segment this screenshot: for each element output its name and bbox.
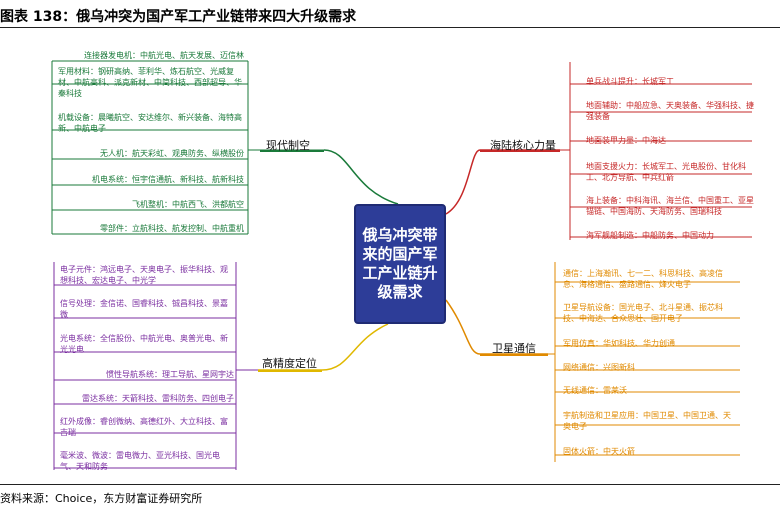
aviation-item: 飞机整机：中航西飞、洪都航空 [132,200,244,209]
aviation-item: 机电系统：恒宇信通航、新科技、航新科技 [92,175,244,184]
figure-title: 图表 138：俄乌冲突为国产军工产业链带来四大升级需求 [0,9,357,25]
positioning-item: 惯性导航系统：理工导航、星网宇达 [106,370,234,379]
positioning-item: 雷达系统：天箭科技、雷科防务、四创电子 [82,394,234,403]
positioning-item: 毫米波、微波：雷电微力、亚光科技、国光电气、天和防务 [60,451,220,471]
top-rule [0,27,780,28]
aviation-item: 军用材料：钢研高纳、菲利华、炼石航空、光威复材、中航高科、派克新材、中简科技、西… [58,67,242,98]
aviation-item: 零部件：立航科技、航发控制、中航重机 [100,224,244,233]
positioning-item: 信号处理：金信诺、国睿科技、铖昌科技、景嘉微 [60,299,228,319]
source-note: 资料来源：Choice，东方财富证券研究所 [0,492,203,505]
aviation-item: 无人机：航天彩虹、观典防务、纵横股份 [100,149,244,158]
satellite-item: 固体火箭：中天火箭 [563,447,635,456]
positioning-item: 光电系统：全信股份、中航光电、奥普光电、新光光电 [60,334,228,354]
branch-label-satellite: 卫星通信 [492,342,536,355]
satellite-item: 网络通信：兴图新科 [563,363,635,372]
satellite-item: 通信：上海瀚讯、七一二、科思科技、高凌信息、海格通信、盛路通信、烽火电子 [563,269,723,289]
sea-land-item: 地面辅助：中船应急、天奥装备、华强科技、捷强装备 [586,101,754,121]
satellite-item: 无线通信：雷莱沃 [563,386,627,395]
branch-label-sea-land: 海陆核心力量 [490,139,556,152]
aviation-item: 机载设备：晨曦航空、安达维尔、新兴装备、海特高新、中航电子 [58,113,242,133]
center-node: 俄乌冲突带来的国产军工产业链升级需求 [354,204,446,324]
positioning-item: 红外成像：睿创微纳、高德红外、大立科技、富吉瑞 [60,417,228,437]
bottom-rule [0,484,780,485]
satellite-item: 卫星导航设备：国光电子、北斗星通、振芯科技、中海达、合众思壮、国开电子 [563,303,723,323]
sea-land-item: 海军舰船制造：中船防务、中国动力 [586,231,714,240]
sea-land-item: 海上装备：中科海讯、海兰信、中国重工、亚星锚链、中国海防、天海防务、国瑞科技 [586,196,754,216]
positioning-item: 电子元件：鸿远电子、天奥电子、振华科技、观想科技、宏达电子、中光学 [60,265,228,285]
satellite-item: 军用仿真：华如科技、华力创通 [563,339,675,348]
sea-land-item: 地面支援火力：长城军工、光电股份、甘化科工、北方导航、中兵红箭 [586,162,746,182]
aviation-item: 连接器发电机：中航光电、航天发展、迈信林 [84,51,244,60]
branch-label-positioning: 高精度定位 [262,357,317,370]
sea-land-item: 地面装甲力量：中海达 [586,136,666,145]
branch-label-aviation: 现代制空 [266,139,310,152]
satellite-item: 宇航制造和卫星应用：中国卫星、中国卫通、天奥电子 [563,411,731,431]
sea-land-item: 单兵战斗提升：长城军工 [586,77,674,86]
